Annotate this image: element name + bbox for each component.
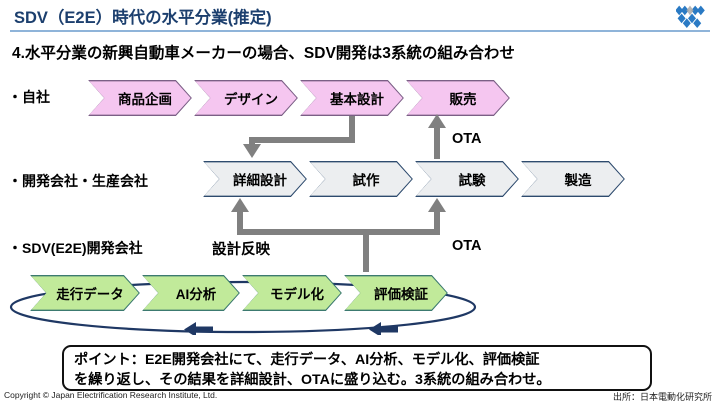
process-step-evaluation-verify[interactable]: 評価検証 <box>344 275 448 311</box>
row-label-dev-prod-company: ・開発会社・生産会社 <box>8 173 148 189</box>
summary-line-1: ポイント：E2E開発会社にて、走行データ、AI分析、モデル化、評価検証 <box>74 352 540 368</box>
footer-source: 出所：日本電動化研究所 <box>612 392 712 402</box>
connector-basic-design-to-detailed-design <box>249 116 355 152</box>
section-headline: 4.水平分業の新興自動車メーカーの場合、SDV開発は3系統の組み合わせ <box>12 45 515 62</box>
page-title: SDV（E2E）時代の水平分業(推定) <box>14 9 272 27</box>
arrowhead-into-detailed-design-top <box>243 144 261 158</box>
process-step-modeling[interactable]: モデル化 <box>242 275 342 311</box>
connector-label-ota-mid: OTA <box>452 238 482 254</box>
process-step-product-planning[interactable]: 商品企画 <box>88 80 192 116</box>
title-divider <box>10 30 710 32</box>
process-step-detailed-design[interactable]: 詳細設計 <box>203 161 307 197</box>
process-step-prototype[interactable]: 試作 <box>309 161 413 197</box>
row-label-own-company: ・自社 <box>8 89 50 105</box>
connector-eval-to-testing-ota <box>366 206 440 235</box>
process-step-basic-design[interactable]: 基本設計 <box>300 80 404 116</box>
process-step-sales[interactable]: 販売 <box>406 80 510 116</box>
process-step-driving-data[interactable]: 走行データ <box>30 275 140 311</box>
summary-line-2: を繰り返し、その結果を詳細設計、OTAに盛り込む。3系統の組み合わせ。 <box>74 372 551 388</box>
process-step-ai-analysis[interactable]: AI分析 <box>142 275 240 311</box>
iteration-loop-icon <box>9 280 477 335</box>
connector-label-ota-top: OTA <box>452 131 482 147</box>
arrowhead-into-testing <box>428 198 446 212</box>
connector-label-design-feedback: 設計反映 <box>212 242 270 258</box>
process-step-manufacturing[interactable]: 製造 <box>521 161 625 197</box>
summary-callout-box: ポイント：E2E開発会社にて、走行データ、AI分析、モデル化、評価検証 を繰り返… <box>62 345 652 391</box>
footer-copyright: Copyright © Japan Electrification Resear… <box>4 390 218 400</box>
process-step-design[interactable]: デザイン <box>194 80 298 116</box>
process-step-testing[interactable]: 試験 <box>415 161 519 197</box>
row-label-sdv-e2e-company: ・SDV(E2E)開発会社 <box>8 240 143 256</box>
company-w-logo-icon <box>676 5 705 28</box>
arrowhead-into-detailed-design-bottom <box>231 198 249 212</box>
arrowhead-into-sales <box>428 114 446 128</box>
